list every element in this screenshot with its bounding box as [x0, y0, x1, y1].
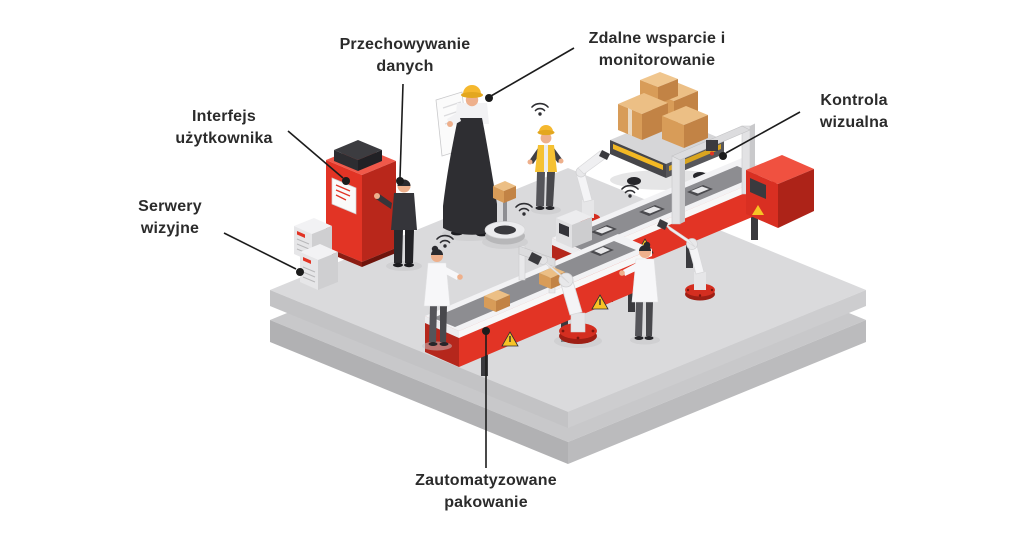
leader-line-remote-support [490, 47, 575, 97]
camera-icon [706, 140, 718, 156]
wifi-icon [531, 102, 549, 116]
anchor-dots [296, 94, 727, 335]
label-user-interface: Interfejs użytkownika [175, 108, 273, 147]
leader-line-user-interface [287, 130, 344, 179]
warning-triangle-icon [752, 205, 764, 215]
machine-operator [374, 179, 422, 271]
label-vision-servers: Serwery wizyjne [138, 198, 202, 237]
leader-lines [223, 47, 801, 468]
vision-servers [294, 218, 338, 290]
ui-machine [326, 140, 396, 267]
packaging-worker-left [422, 245, 463, 351]
label-automated-packaging: Zautomatyzowane pakowanie [415, 472, 557, 511]
label-visual-inspection: Kontrola wizualna [819, 92, 889, 131]
leader-line-data-storage [399, 83, 404, 179]
robotic-arm-packaging [528, 252, 602, 348]
anchor-dot-user-interface [342, 177, 350, 185]
inspection-machine [746, 155, 814, 228]
anchor-dot-data-storage [396, 177, 404, 185]
wifi-icon [436, 234, 454, 248]
monitor-station [556, 210, 592, 248]
safety-helmet [463, 85, 481, 94]
wifi-icon [515, 202, 533, 216]
anchor-dot-automated-packaging [482, 327, 490, 335]
label-data-storage: Przechowywanie danych [339, 36, 471, 75]
wifi-icon [621, 184, 639, 198]
robotic-arm-inspection [657, 219, 715, 301]
packaging-worker-right [619, 241, 660, 345]
monitor-screen [559, 223, 569, 237]
warning-triangle-icon [501, 331, 519, 347]
machine-touchscreen [331, 177, 357, 215]
vest-worker [527, 125, 564, 215]
anchor-dot-visual-inspection [719, 152, 727, 160]
anchor-dot-remote-support [485, 94, 493, 102]
cardboard-boxes [618, 72, 708, 148]
leader-line-vision-servers [223, 232, 297, 270]
anchor-dot-vision-servers [296, 268, 304, 276]
supervisor-figure [435, 85, 498, 241]
mobile-robot [482, 181, 528, 249]
leader-line-visual-inspection [725, 111, 801, 154]
warning-triangle-icon [591, 294, 609, 310]
machine-screen [750, 178, 766, 199]
label-remote-support: Zdalne wsparcie i monitorowanie [588, 30, 726, 69]
